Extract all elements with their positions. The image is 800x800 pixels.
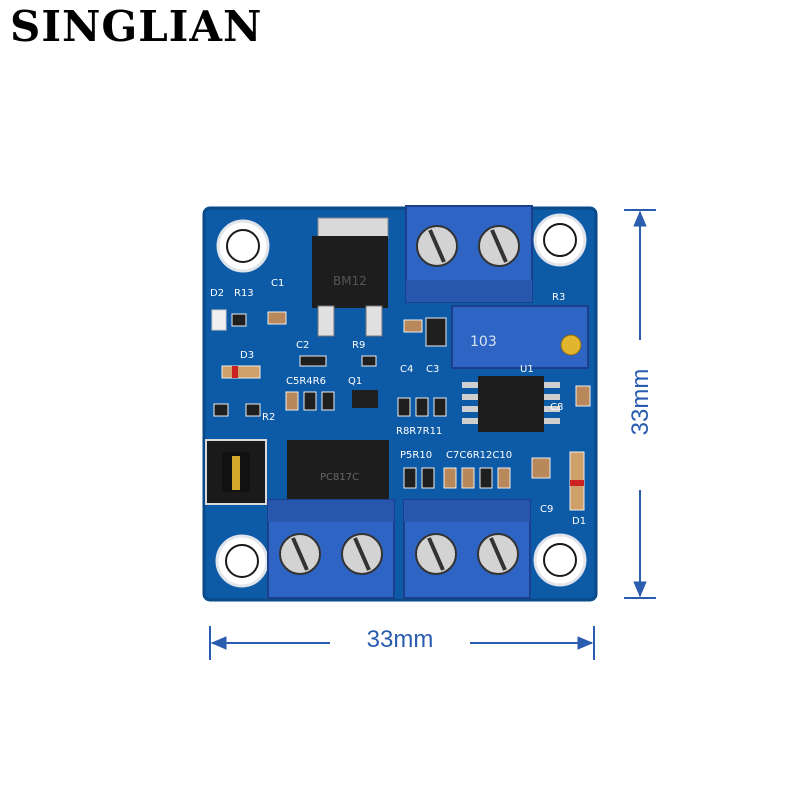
brand-logo-text: SINGLIAN (10, 2, 263, 51)
label-c4: C4 (400, 364, 413, 375)
label-c2: C2 (296, 340, 309, 351)
label-u1: U1 (520, 364, 534, 375)
height-dimension-label: 33mm (627, 368, 654, 436)
mounting-hole-top-left (216, 219, 270, 273)
voltage-regulator-chip: BM12 (312, 217, 389, 337)
label-r13: R13 (234, 288, 254, 299)
label-d1: D1 (572, 516, 586, 527)
label-c1: C1 (271, 278, 284, 289)
label-r3: R3 (552, 292, 565, 303)
label-d2: D2 (210, 288, 224, 299)
screw-terminal-bottom-left (267, 499, 395, 599)
label-q1: Q1 (348, 376, 362, 387)
label-c9: C9 (540, 504, 553, 515)
opamp-chip-u1 (462, 376, 560, 432)
label-d3: D3 (240, 350, 254, 361)
label-r8r7r11: R8R7R11 (396, 426, 442, 437)
potentiometer: 103 (451, 305, 589, 369)
regulator-marking: BM12 (333, 274, 367, 288)
smd-components (211, 309, 591, 511)
label-c3: C3 (426, 364, 439, 375)
label-c7c6r12c10: C7C6R12C10 (446, 450, 512, 461)
screw-terminal-top (405, 205, 533, 303)
label-c5r4r6: C5R4R6 (286, 376, 326, 387)
label-p5r10: P5R10 (400, 450, 432, 461)
screw-terminal-bottom-right (403, 499, 531, 599)
mounting-hole-bottom-right (533, 533, 587, 587)
potentiometer-marking: 103 (470, 334, 497, 350)
mounting-hole-bottom-left (215, 534, 269, 588)
jumper-header (205, 439, 267, 505)
optocoupler-marking: PC817C (320, 472, 359, 483)
optocoupler-chip: PC817C (287, 440, 389, 508)
label-c8: C8 (550, 402, 563, 413)
mounting-hole-top-right (533, 213, 587, 267)
dimension-horizontal (209, 626, 595, 660)
dimension-vertical (624, 209, 656, 599)
label-r2: R2 (262, 412, 275, 423)
label-r9: R9 (352, 340, 365, 351)
silkscreen-labels: C1 D2 R13 D3 C2 R9 C5R4R6 Q1 C4 C3 R3 U1… (210, 278, 586, 527)
width-dimension-label: 33mm (366, 626, 434, 653)
